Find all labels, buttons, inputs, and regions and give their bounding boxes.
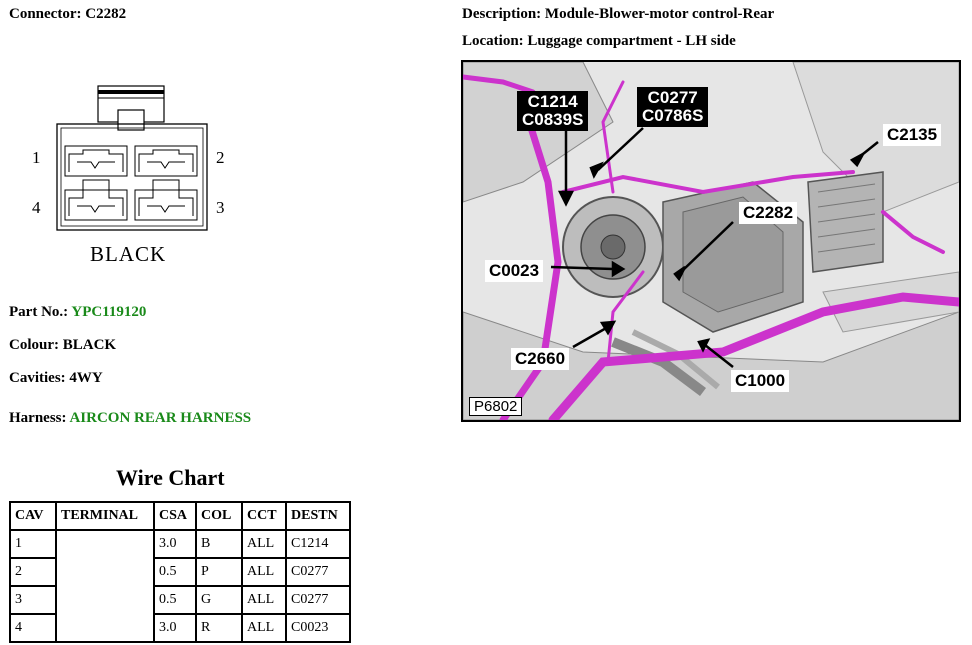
pin-1-label: 1 xyxy=(32,148,41,167)
col-header-terminal: TERMINAL xyxy=(55,501,155,531)
part-line: Part No.: YPC119120 xyxy=(9,304,146,321)
wire-chart-table: CAV TERMINAL CSA COL CCT DESTN 1 3.0 B A… xyxy=(9,501,351,643)
cell-csa: 0.5 xyxy=(153,557,197,587)
callout-c1214: C1214 xyxy=(527,92,578,111)
cell-col: P xyxy=(195,557,243,587)
cell-destn: C0277 xyxy=(285,557,351,587)
pin-3-label: 3 xyxy=(216,198,225,217)
cell-cct: ALL xyxy=(241,613,287,643)
cell-cav: 4 xyxy=(9,613,57,643)
col-header-col: COL xyxy=(195,501,243,531)
callout-c2282: C2282 xyxy=(739,202,798,224)
part-label: Part No.: xyxy=(9,304,69,320)
location-value: Luggage compartment - LH side xyxy=(527,33,736,49)
callout-c0023: C0023 xyxy=(485,260,544,282)
table-row: 1 3.0 B ALL C1214 xyxy=(9,529,351,643)
col-header-destn: DESTN xyxy=(285,501,351,531)
description-line: Description: Module-Blower-motor control… xyxy=(462,6,774,23)
pin-2-label: 2 xyxy=(216,148,225,167)
cell-col: G xyxy=(195,585,243,615)
callout-c0839s: C0839S xyxy=(522,110,584,129)
cell-cct: ALL xyxy=(241,529,287,559)
callout-c1214-c0839s: C1214 C0839S xyxy=(517,91,589,131)
connector-colour-caption: BLACK xyxy=(90,242,167,266)
location-photo: C1214 C0839S C0277 C0786S C2135 C2282 C0… xyxy=(461,60,961,422)
cell-col: R xyxy=(195,613,243,643)
callout-c2660: C2660 xyxy=(511,348,570,370)
col-header-csa: CSA xyxy=(153,501,197,531)
photo-id-label: P6802 xyxy=(469,397,523,416)
callout-c0277: C0277 xyxy=(647,88,698,107)
connector-line: Connector: C2282 xyxy=(9,6,126,23)
table-row: 4 3.0 R ALL C0023 xyxy=(9,613,351,643)
wire-chart-title: Wire Chart xyxy=(116,465,225,490)
cell-terminal xyxy=(55,529,155,643)
harness-line: Harness: AIRCON REAR HARNESS xyxy=(9,410,251,427)
cavities-line: Cavities: 4WY xyxy=(9,370,103,387)
colour-line: Colour: BLACK xyxy=(9,337,116,354)
cell-csa: 3.0 xyxy=(153,613,197,643)
colour-value: BLACK xyxy=(62,337,117,353)
cell-csa: 3.0 xyxy=(153,529,197,559)
cell-destn: C1214 xyxy=(285,529,351,559)
callout-c0786s: C0786S xyxy=(642,106,704,125)
cell-cav: 3 xyxy=(9,585,57,615)
connector-face-diagram xyxy=(56,85,208,231)
callout-c2135: C2135 xyxy=(883,124,942,146)
location-label: Location: xyxy=(462,33,524,49)
harness-label: Harness: xyxy=(9,410,67,426)
location-line: Location: Luggage compartment - LH side xyxy=(462,33,736,50)
description-value: Module-Blower-motor control-Rear xyxy=(544,6,775,22)
description-label: Description: xyxy=(462,6,542,22)
cavities-value: 4WY xyxy=(69,370,103,386)
cell-col: B xyxy=(195,529,243,559)
cell-cav: 2 xyxy=(9,557,57,587)
callout-c1000: C1000 xyxy=(731,370,790,392)
connector-value: C2282 xyxy=(85,6,127,22)
cell-destn: C0277 xyxy=(285,585,351,615)
cell-destn: C0023 xyxy=(285,613,351,643)
cell-csa: 0.5 xyxy=(153,585,197,615)
harness-value: AIRCON REAR HARNESS xyxy=(69,410,252,426)
col-header-cav: CAV xyxy=(9,501,57,531)
cavities-label: Cavities: xyxy=(9,370,66,386)
wire-chart-header-row: CAV TERMINAL CSA COL CCT DESTN xyxy=(9,501,351,531)
colour-label: Colour: xyxy=(9,337,59,353)
pin-4-label: 4 xyxy=(32,198,41,217)
connector-label: Connector: xyxy=(9,6,82,22)
callout-c0277-c0786s: C0277 C0786S xyxy=(637,87,709,127)
cell-cav: 1 xyxy=(9,529,57,559)
table-row: 3 0.5 G ALL C0277 xyxy=(9,585,351,615)
cell-cct: ALL xyxy=(241,585,287,615)
col-header-cct: CCT xyxy=(241,501,287,531)
table-row: 2 0.5 P ALL C0277 xyxy=(9,557,351,587)
part-value: YPC119120 xyxy=(71,304,147,320)
cell-cct: ALL xyxy=(241,557,287,587)
